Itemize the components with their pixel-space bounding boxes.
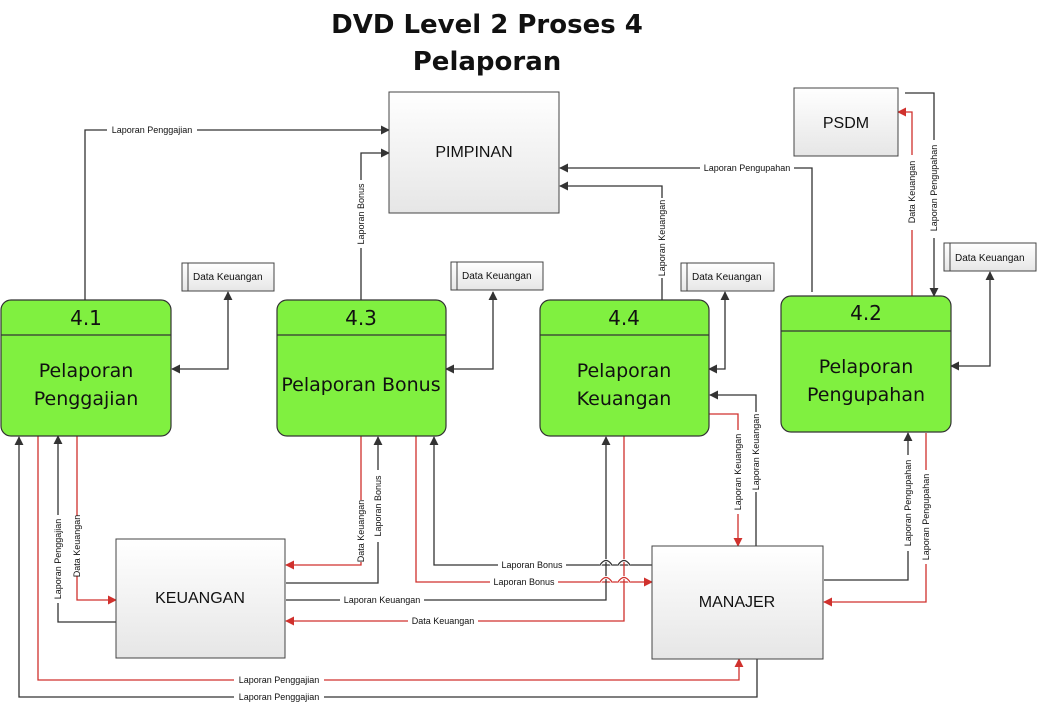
flow-4-2-to-psdm [897,107,913,296]
entity-keuangan[interactable]: KEUANGAN [115,538,286,659]
data-store-4[interactable]: Data Keuangan [943,242,1037,272]
label-laporan-pengupahan-manajer-in: Laporan Pengupahan [903,460,913,547]
process-4-4[interactable]: 4.4 Pelaporan Keuangan [539,299,710,437]
diagram-title-line1: DVD Level 2 Proses 4 [331,10,643,40]
process-4-2-name-line2: Pengupahan [807,384,925,406]
label-data-keuangan-psdm: Data Keuangan [907,161,917,224]
diagram-title-line2: Pelaporan [413,47,562,77]
process-4-4-id: 4.4 [608,306,640,330]
label-data-keuangan-4-1: Data Keuangan [72,515,82,578]
flow-4-3-to-keuangan [285,436,362,570]
flow-4-4-to-pimpinan [559,181,663,300]
flow-manajer-to-4-3 [429,436,652,566]
flow-keuangan-to-4-4 [286,436,611,601]
flow-manajer-to-4-4 [709,390,757,546]
flow-4-4-store [708,291,730,374]
entity-pimpinan-label: PIMPINAN [435,144,512,161]
entity-manajer-label: MANAJER [699,594,775,611]
data-store-3-label: Data Keuangan [692,272,762,283]
flow-4-4-to-keuangan [285,436,625,626]
process-4-3-name-line1: Pelaporan Bonus [281,374,440,396]
flow-4-1-to-manajer [37,436,744,681]
entity-manajer[interactable]: MANAJER [651,545,824,660]
label-laporan-keuangan-manajer-in: Laporan Keuangan [751,414,761,491]
label-laporan-bonus-manajer-out: Laporan Bonus [493,577,555,587]
flow-4-1-to-keuangan [76,436,117,605]
process-4-2-id: 4.2 [850,301,882,325]
process-4-2-name-line1: Pelaporan [819,356,914,378]
flow-4-3-to-manajer [415,436,653,587]
flow-4-2-to-pimpinan [559,163,813,292]
label-laporan-penggajian-keuangan: Laporan Penggajian [53,519,63,600]
label-laporan-bonus-manajer-in: Laporan Bonus [501,560,563,570]
label-data-keuangan-4-3: Data Keuangan [356,500,366,563]
flow-4-2-store [950,271,995,371]
entity-pimpinan[interactable]: PIMPINAN [388,91,560,214]
data-store-4-label: Data Keuangan [955,253,1025,264]
data-store-1-label: Data Keuangan [193,272,263,283]
label-laporan-penggajian-manajer-out: Laporan Penggajian [239,675,320,685]
flow-4-3-store [445,291,498,374]
entity-psdm[interactable]: PSDM [793,87,899,157]
entity-keuangan-label: KEUANGAN [155,590,245,607]
flow-4-1-store [171,291,233,374]
data-store-2[interactable]: Data Keuangan [450,261,544,291]
label-laporan-keuangan-keuangan: Laporan Keuangan [344,595,421,605]
label-laporan-penggajian-top: Laporan Penggajian [112,125,193,135]
label-laporan-keuangan-manajer-out: Laporan Keuangan [733,434,743,511]
process-4-1-name-line2: Penggajian [34,388,139,410]
process-4-4-name-line1: Pelaporan [577,360,672,382]
label-laporan-penggajian-manajer-in: Laporan Penggajian [239,692,320,702]
label-laporan-bonus-pimpinan: Laporan Bonus [356,183,366,245]
process-4-1[interactable]: 4.1 Pelaporan Penggajian [0,299,172,437]
process-4-4-name-line2: Keuangan [577,388,672,410]
process-4-2[interactable]: 4.2 Pelaporan Pengupahan [780,295,952,433]
data-store-3[interactable]: Data Keuangan [680,262,775,292]
data-store-1[interactable]: Data Keuangan [181,262,275,292]
label-laporan-bonus-keuangan: Laporan Bonus [373,475,383,537]
process-4-1-id: 4.1 [70,306,102,330]
process-4-1-name-line1: Pelaporan [39,360,134,382]
flow-manajer-to-4-2 [824,432,913,581]
label-laporan-pengupahan-manajer-out: Laporan Pengupahan [921,474,931,561]
process-4-3-id: 4.3 [345,306,377,330]
flow-4-3-to-pimpinan [360,148,390,300]
flow-4-1-to-pimpinan [84,125,390,300]
label-laporan-pengupahan-psdm: Laporan Pengupahan [929,145,939,232]
flow-manajer-to-4-1 [14,436,758,698]
label-laporan-keuangan-pimpinan: Laporan Keuangan [657,200,667,277]
line-hop-bumps [598,559,632,583]
entity-psdm-label: PSDM [823,115,869,132]
label-data-keuangan-keuangan: Data Keuangan [412,616,475,626]
flow-labels: Laporan Penggajian Laporan Bonus Laporan… [52,124,940,703]
data-store-2-label: Data Keuangan [462,271,532,282]
label-laporan-pengupahan-pimpinan: Laporan Pengupahan [704,163,791,173]
flow-keuangan-to-4-1 [53,435,116,623]
process-4-3[interactable]: 4.3 Pelaporan Bonus [276,299,447,437]
